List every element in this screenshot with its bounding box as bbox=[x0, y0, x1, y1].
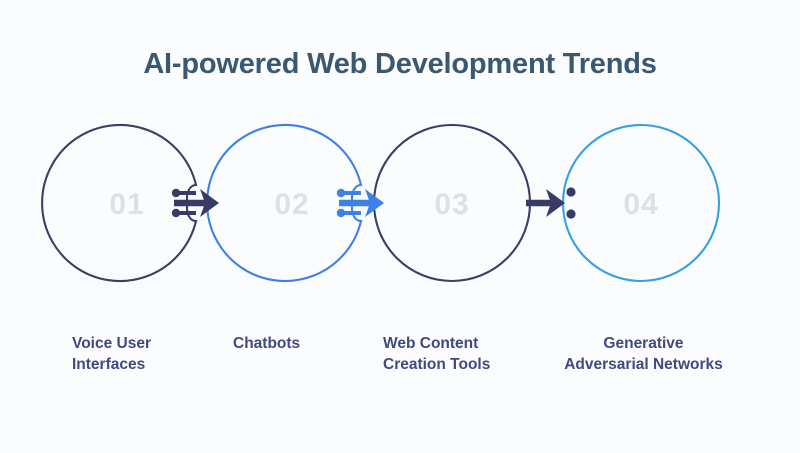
step-label-03-line-2: Creation Tools bbox=[383, 355, 491, 373]
connector-dot-upper bbox=[171, 188, 181, 198]
connector-arrowhead bbox=[200, 189, 219, 217]
step-label-01-line-2: Interfaces bbox=[72, 355, 146, 373]
step-label-04-line-1: Generative bbox=[603, 335, 684, 352]
step-number-04: 04 bbox=[623, 188, 659, 221]
connector-dot-upper bbox=[336, 188, 346, 198]
step-label-02: Chatbots bbox=[233, 334, 403, 355]
step-label-01-line-1: Voice User bbox=[72, 335, 151, 352]
connector-dot-upper bbox=[566, 187, 576, 197]
step-label-01: Voice User Interfaces bbox=[72, 334, 242, 375]
step-label-02-line-1: Chatbots bbox=[233, 335, 301, 352]
page-title: AI-powered Web Development Trends bbox=[143, 48, 657, 80]
step-label-04: Generative Adversarial Networks bbox=[536, 334, 751, 375]
connector-arrow-3-to-4 bbox=[526, 187, 576, 219]
connector-arrowhead bbox=[365, 189, 384, 217]
connector-dot-lower bbox=[336, 208, 346, 218]
connector-arrow-1-to-2 bbox=[171, 188, 219, 218]
connector-arrowhead bbox=[546, 189, 565, 217]
step-label-04-line-2: Adversarial Networks bbox=[564, 355, 723, 373]
step-number-01: 01 bbox=[109, 188, 145, 221]
connector-arrow-2-to-3 bbox=[336, 188, 384, 218]
step-label-03: Web Content Creation Tools bbox=[383, 334, 573, 375]
connector-dot-lower bbox=[171, 208, 181, 218]
step-label-03-line-1: Web Content bbox=[383, 335, 479, 352]
step-number-02: 02 bbox=[274, 188, 310, 221]
step-number-03: 03 bbox=[434, 188, 470, 221]
connector-dot-lower bbox=[566, 209, 576, 219]
